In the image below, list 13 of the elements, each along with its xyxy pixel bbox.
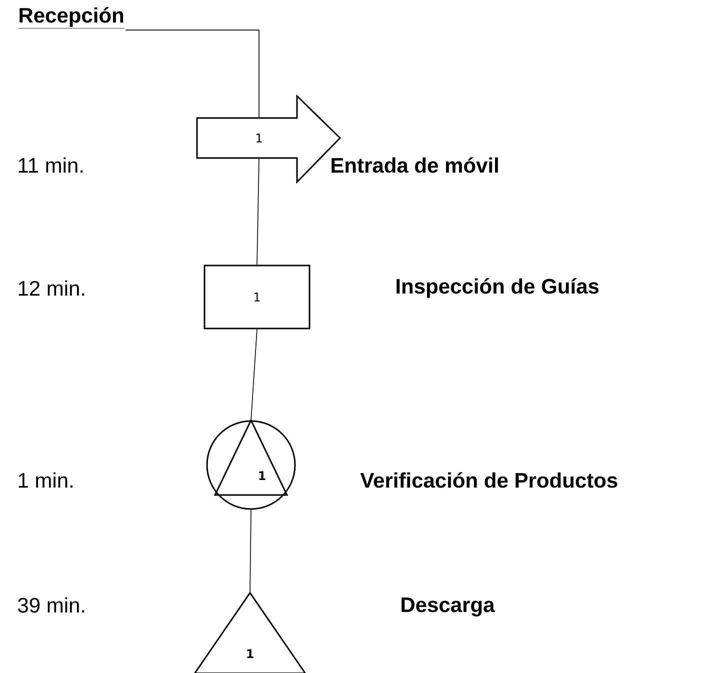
step-label: Entrada de móvil xyxy=(332,157,498,173)
time-label: 1 min. xyxy=(18,472,72,488)
step-label: Descarga xyxy=(402,598,495,616)
time-label: 12 min. xyxy=(18,280,84,296)
time-label: 39 min. xyxy=(18,597,84,613)
heading-text: Recepción xyxy=(18,7,125,28)
step-label: Inspección de Guías xyxy=(396,278,599,298)
connector-line xyxy=(250,509,252,594)
connector-line xyxy=(256,158,260,266)
connector-line xyxy=(250,328,258,421)
time-label: 11 min. xyxy=(18,157,83,173)
step-label: Verificación de Productos xyxy=(360,472,618,488)
connector-line xyxy=(125,30,260,118)
